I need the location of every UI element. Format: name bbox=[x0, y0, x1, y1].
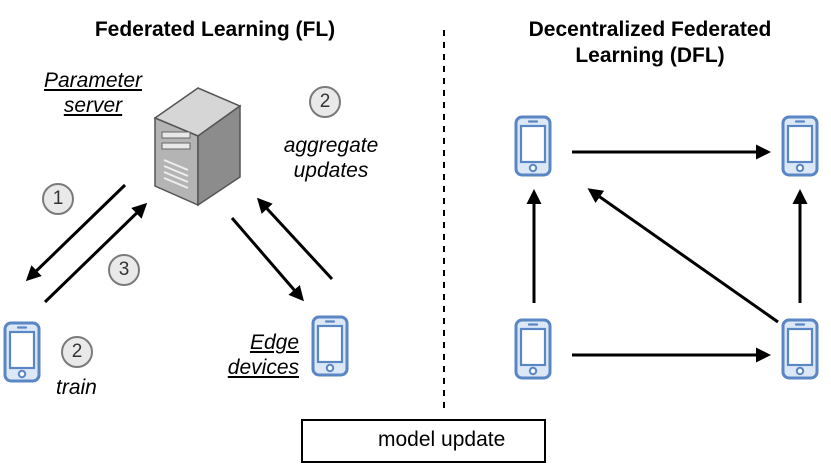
dfl-bottom-left-device-icon bbox=[514, 318, 552, 380]
aggregate-updates-label: aggregate updates bbox=[266, 133, 396, 183]
dfl-title: Decentralized Federated Learning (DFL) bbox=[470, 17, 830, 69]
step-2-train-badge: 2 bbox=[61, 336, 93, 368]
dfl-top-left-device-icon bbox=[514, 115, 552, 177]
aggregate-line1: aggregate bbox=[283, 134, 379, 157]
aggregate-line2: updates bbox=[293, 159, 369, 182]
arrow-server-to-left-device bbox=[25, 183, 127, 282]
fl-right-device-icon bbox=[311, 315, 349, 377]
dfl-top-right-device-icon bbox=[781, 115, 819, 177]
arrow-right-device-to-server bbox=[256, 197, 334, 281]
server-icon bbox=[153, 87, 242, 207]
step-3-badge: 3 bbox=[108, 254, 140, 286]
fl-title: Federated Learning (FL) bbox=[94, 18, 336, 41]
edge-devices-line1: Edge bbox=[249, 331, 299, 354]
legend-box bbox=[301, 419, 546, 463]
edge-devices-line2: devices bbox=[227, 356, 299, 379]
step-2-aggregate-badge: 2 bbox=[309, 86, 341, 118]
dfl-title-line2: Learning (DFL) bbox=[575, 44, 725, 67]
legend-label: model update bbox=[378, 428, 506, 451]
fl-left-device-icon bbox=[3, 321, 41, 383]
arrow-server-to-right-device bbox=[230, 217, 304, 302]
train-label: train bbox=[56, 376, 97, 399]
arrow-dfl-diagonal bbox=[587, 188, 779, 324]
parameter-server-line2: server bbox=[63, 94, 123, 117]
step-1-badge: 1 bbox=[42, 183, 74, 215]
parameter-server-label: Parameter server bbox=[38, 68, 148, 118]
arrow-left-device-to-server bbox=[43, 202, 148, 304]
dfl-bottom-right-device-icon bbox=[781, 318, 819, 380]
dfl-title-line1: Decentralized Federated bbox=[528, 18, 772, 41]
edge-devices-label: Edge devices bbox=[223, 330, 299, 380]
parameter-server-line1: Parameter bbox=[43, 69, 143, 92]
